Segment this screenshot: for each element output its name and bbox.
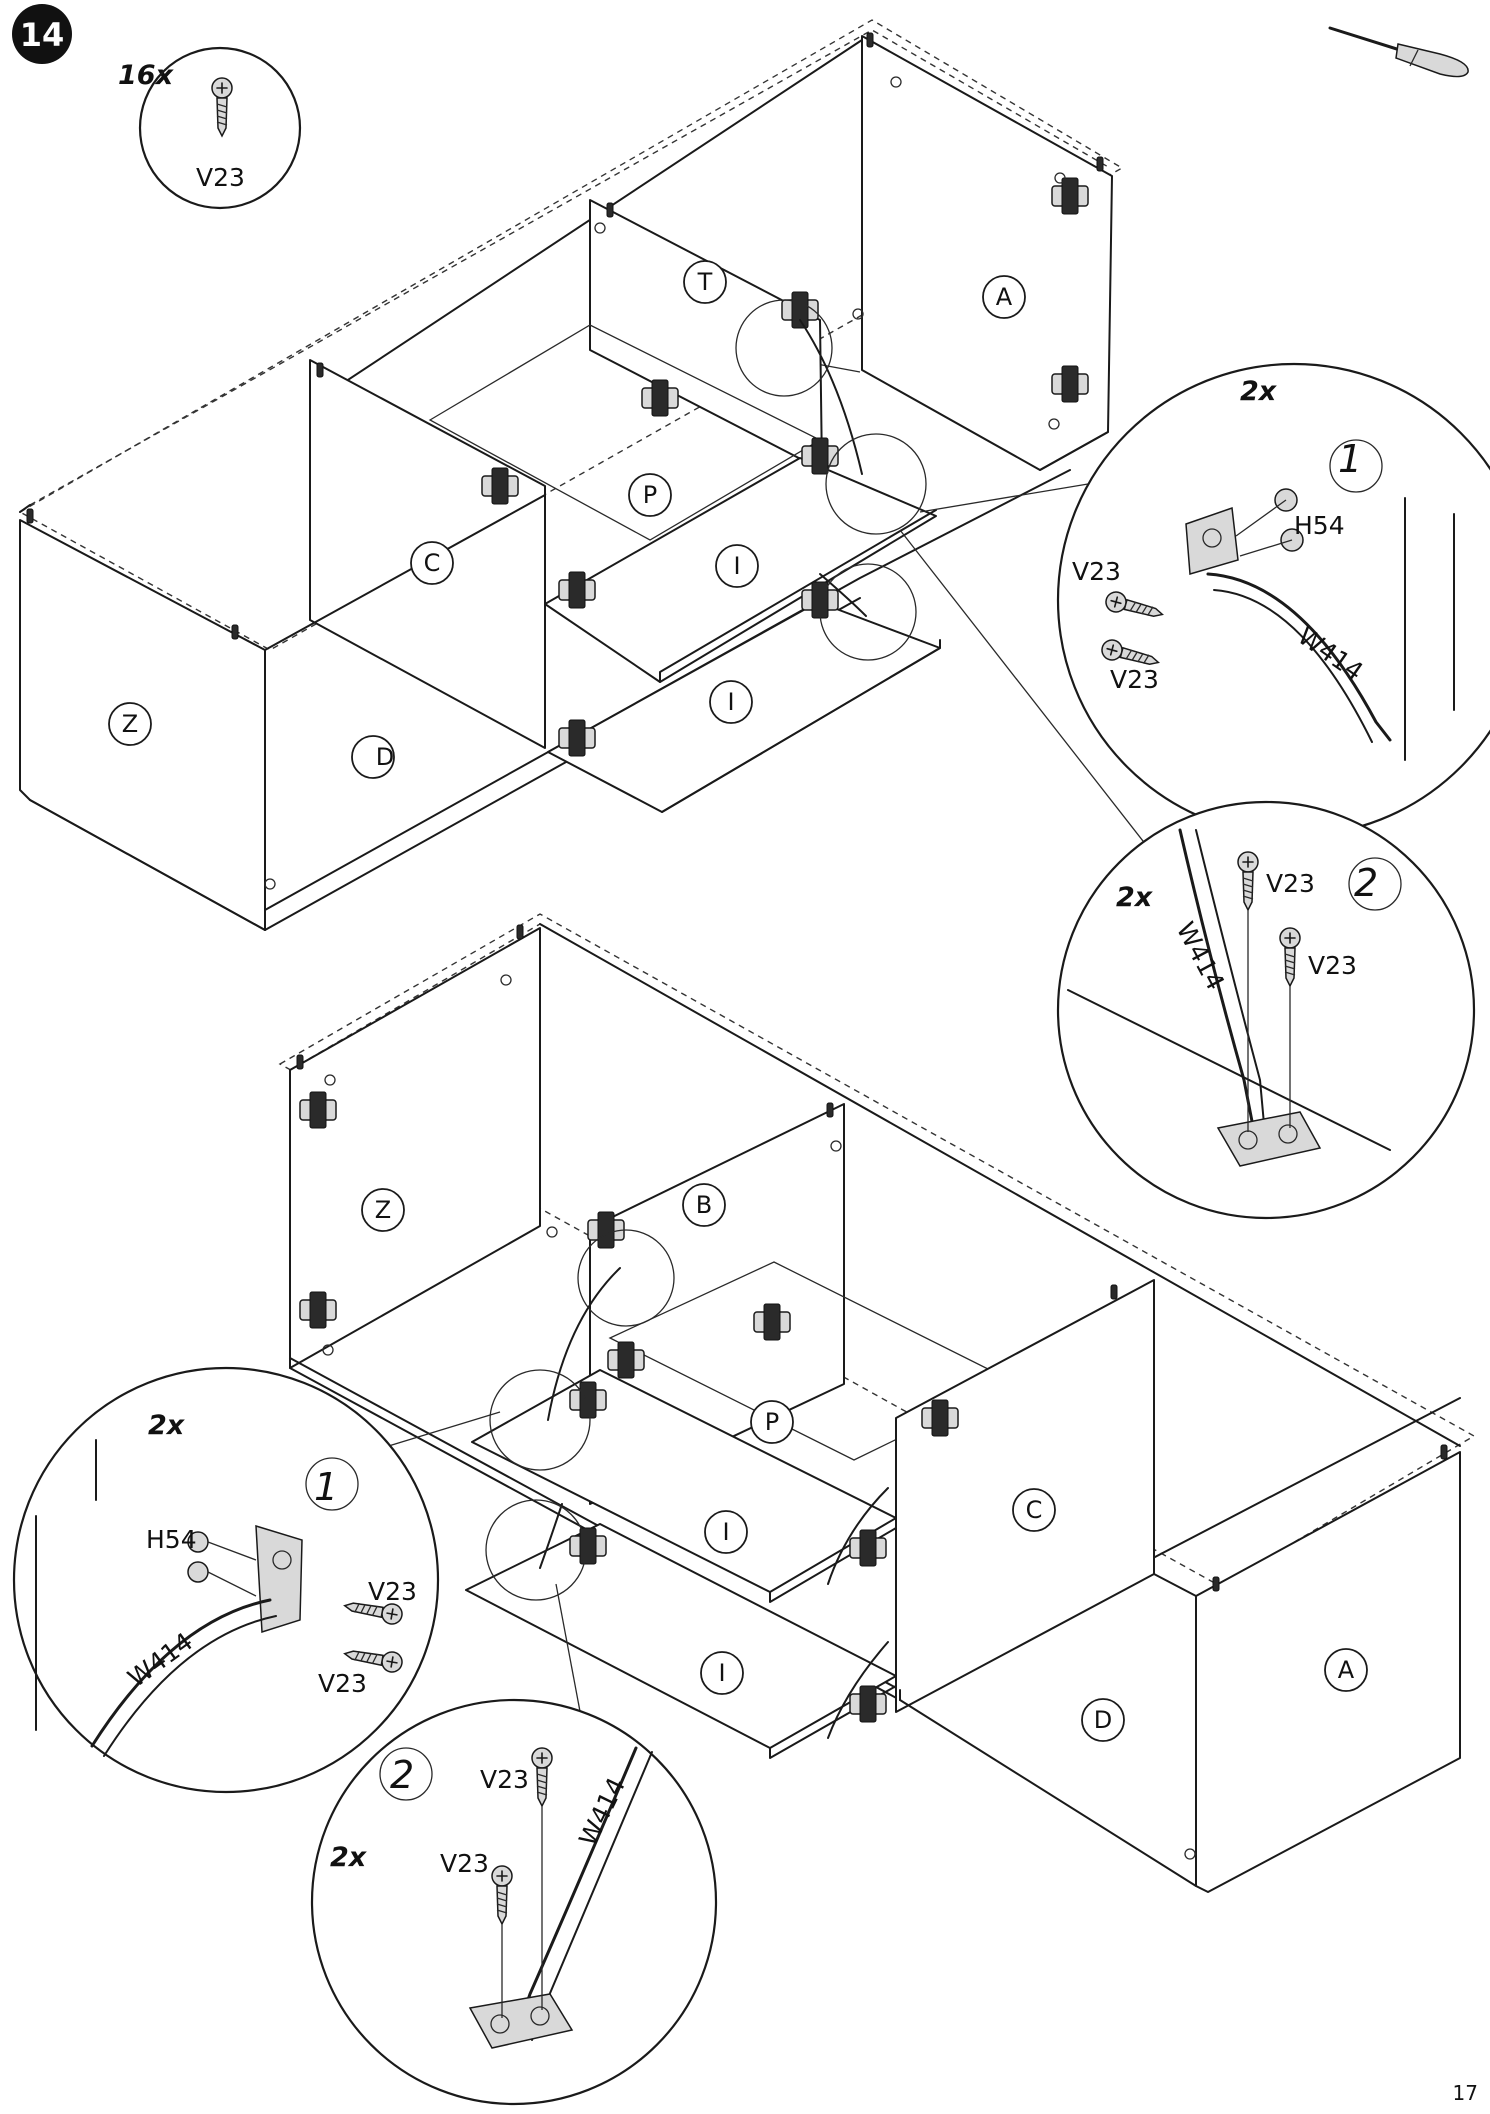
bottom-detail-2-step: 2 bbox=[390, 1753, 414, 1797]
svg-text:P: P bbox=[643, 481, 657, 509]
bottom-detail-2-screw-a: V23 bbox=[480, 1765, 529, 1794]
svg-text:B: B bbox=[696, 1191, 712, 1219]
bottom-detail-2-screw-b: V23 bbox=[440, 1849, 489, 1878]
step-number-badge: 14 bbox=[12, 4, 72, 64]
callout-quantity: 16x bbox=[118, 60, 175, 91]
bottom-part-B: B bbox=[682, 1183, 726, 1227]
hardware-callout: 16x V23 bbox=[118, 46, 302, 210]
top-cabinet-drawing: T A P C I I Z D bbox=[18, 19, 1151, 931]
svg-text:Z: Z bbox=[122, 710, 138, 738]
screwdriver-icon bbox=[1328, 26, 1469, 78]
callout-part: V23 bbox=[196, 163, 245, 192]
screw-icon bbox=[211, 77, 233, 137]
top-part-Z: Z bbox=[108, 702, 152, 746]
top-part-I-lower: I bbox=[709, 680, 753, 724]
bottom-part-I-lower: I bbox=[700, 1651, 744, 1695]
svg-text:D: D bbox=[1094, 1706, 1112, 1734]
bottom-part-P: P bbox=[750, 1400, 794, 1444]
svg-text:A: A bbox=[1338, 1656, 1355, 1684]
svg-text:T: T bbox=[697, 268, 713, 296]
top-detail-1-screw-b: V23 bbox=[1110, 665, 1159, 694]
bottom-detail-1-screw-b: V23 bbox=[318, 1669, 367, 1698]
top-part-C: C bbox=[410, 541, 454, 585]
svg-text:Z: Z bbox=[375, 1196, 391, 1224]
bottom-detail-1-screw-a: V23 bbox=[368, 1577, 417, 1606]
bottom-part-C: C bbox=[1012, 1488, 1056, 1532]
bottom-detail-2-qty: 2x bbox=[330, 1842, 368, 1873]
top-part-P: P bbox=[628, 473, 672, 517]
bottom-part-A: A bbox=[1324, 1648, 1368, 1692]
top-part-T: T bbox=[683, 260, 727, 304]
svg-text:I: I bbox=[733, 552, 740, 580]
top-detail-2-qty: 2x bbox=[1116, 882, 1154, 913]
svg-text:I: I bbox=[718, 1659, 725, 1687]
bottom-part-D: D bbox=[1081, 1698, 1125, 1742]
svg-text:C: C bbox=[424, 549, 441, 577]
top-detail-2-screw-a: V23 bbox=[1266, 869, 1315, 898]
top-detail-2-step: 2 bbox=[1354, 861, 1378, 905]
top-detail-2: 2x 2 V23 V23 W414 bbox=[1056, 800, 1476, 1220]
top-part-A: A bbox=[982, 275, 1026, 319]
bottom-detail-1-qty: 2x bbox=[148, 1410, 186, 1441]
top-detail-1: 2x 1 V23 V23 H54 W414 bbox=[1056, 362, 1490, 838]
top-part-I-upper: I bbox=[715, 544, 759, 588]
bottom-detail-1: 2x 1 H54 V23 V23 W414 bbox=[12, 1366, 440, 1794]
bottom-detail-2: 2x 2 V23 V23 W414 bbox=[310, 1698, 718, 2106]
bottom-detail-1-washer: H54 bbox=[146, 1525, 197, 1554]
page-number: 17 bbox=[1453, 2081, 1478, 2105]
svg-text:C: C bbox=[1026, 1496, 1043, 1524]
bottom-part-I-upper: I bbox=[704, 1510, 748, 1554]
svg-text:A: A bbox=[996, 283, 1013, 311]
svg-text:D: D bbox=[376, 743, 394, 771]
top-part-D: D bbox=[351, 735, 395, 779]
bottom-cabinet-drawing: Z B P C I I A D bbox=[278, 913, 1476, 1893]
top-detail-1-screw-a: V23 bbox=[1072, 557, 1121, 586]
bottom-detail-1-step: 1 bbox=[314, 1465, 338, 1509]
bottom-part-Z: Z bbox=[361, 1188, 405, 1232]
top-detail-1-washer: H54 bbox=[1294, 511, 1345, 540]
svg-text:I: I bbox=[722, 1518, 729, 1546]
top-detail-2-screw-b: V23 bbox=[1308, 951, 1357, 980]
step-number: 14 bbox=[20, 16, 65, 54]
top-detail-1-qty: 2x bbox=[1240, 376, 1278, 407]
svg-text:P: P bbox=[765, 1408, 779, 1436]
svg-text:I: I bbox=[727, 688, 734, 716]
